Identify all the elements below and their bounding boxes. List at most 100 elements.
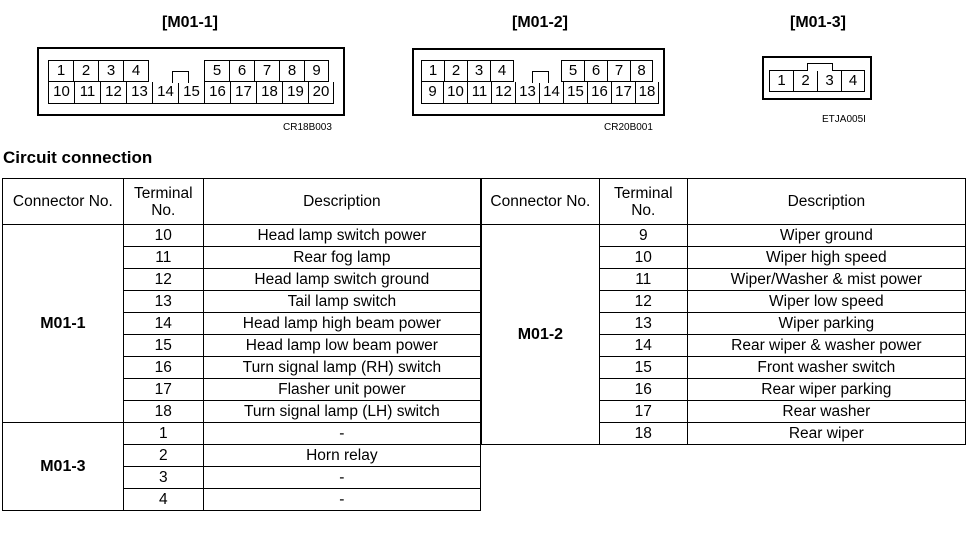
connector-pin: 12 [100,82,126,104]
connector-m01-2-key [532,71,549,83]
table-header-row: Connector No. Terminal No. Description [2,178,482,225]
connector-m01-2-code: CR20B001 [604,122,653,133]
description-cell: Tail lamp switch [202,290,482,313]
connector-pin: 20 [308,82,334,104]
terminal-cell: 4 [122,488,204,511]
connector-pin: 13 [515,82,539,104]
terminal-cell: 17 [598,400,688,423]
connector-m01-3-key [807,63,833,71]
terminal-cell: 12 [598,290,688,313]
header-terminal-no: Terminal No. [122,178,204,225]
description-cell: Rear wiper parking [686,378,967,401]
description-cell: Horn relay [202,444,482,467]
circuit-table-right: Connector No. Terminal No. Description M… [481,178,967,445]
connector-pin: 11 [467,82,491,104]
connector-pin: 4 [123,60,148,82]
terminal-cell: 3 [122,466,204,489]
terminal-cell: 10 [122,224,204,247]
terminal-cell: 13 [598,312,688,335]
description-cell: Rear wiper [686,422,967,445]
connector-pin: 6 [229,60,254,82]
description-cell: Wiper high speed [686,246,967,269]
connector-pin: 16 [587,82,611,104]
connector-pin: 8 [630,60,653,82]
description-cell: Head lamp switch ground [202,268,482,291]
connector-title-m01-2: [M01-2] [511,14,568,31]
table-row: 4- [3,488,482,511]
connector-m01-1-housing [37,47,345,116]
connector-m01-1-face [45,54,337,110]
description-cell: Front washer switch [686,356,967,379]
description-cell: Head lamp switch power [202,224,482,247]
description-cell: Wiper ground [686,224,967,247]
connector-title-m01-3: [M01-3] [789,14,846,31]
connector-pin: 7 [607,60,630,82]
connector-pin: 2 [73,60,98,82]
description-cell: Head lamp low beam power [202,334,482,357]
header-connector-no: Connector No. [2,178,124,225]
connector-pin: 2 [793,70,817,92]
connector-m01-1-code: CR18B003 [283,122,332,133]
description-cell: Turn signal lamp (LH) switch [202,400,482,423]
description-cell: Turn signal lamp (RH) switch [202,356,482,379]
description-cell: Wiper/Washer & mist power [686,268,967,291]
section-title: Circuit connection [3,148,153,167]
terminal-cell: 12 [122,268,204,291]
description-cell: Rear fog lamp [202,246,482,269]
header-description: Description [202,178,482,225]
connector-pin: 9 [304,60,329,82]
connector-m01-2-housing [412,48,665,116]
connector-pin: 4 [490,60,513,82]
table-row: 3- [3,466,482,489]
connector-pin: 17 [611,82,635,104]
connector-pin: 15 [563,82,587,104]
connector-pin: 3 [817,70,841,92]
terminal-cell: 14 [598,334,688,357]
terminal-cell: 15 [598,356,688,379]
connector-pin: 5 [204,60,229,82]
description-cell: - [202,422,482,445]
connector-pin: 16 [204,82,230,104]
connector-pin: 9 [421,82,443,104]
connector-pin: 18 [635,82,659,104]
header-terminal-no: Terminal No. [598,178,688,225]
connector-pin: 18 [256,82,282,104]
connector-pin: 14 [152,82,178,104]
terminal-cell: 2 [122,444,204,467]
terminal-cell: 16 [598,378,688,401]
connector-pin: 5 [561,60,584,82]
connector-key-gap [148,60,204,82]
connector-pin: 3 [98,60,123,82]
connector-pin: 1 [769,70,793,92]
connector-pin: 3 [467,60,490,82]
connector-pin: 10 [443,82,467,104]
connector-no-cell: M01-1 [2,224,124,423]
terminal-cell: 10 [598,246,688,269]
terminal-cell: 11 [598,268,688,291]
terminal-cell: 11 [122,246,204,269]
connector-pin: 12 [491,82,515,104]
connector-pin: 1 [48,60,73,82]
terminal-cell: 9 [598,224,688,247]
description-cell: - [202,466,482,489]
circuit-table-left: Connector No. Terminal No. Description M… [2,178,482,511]
terminal-cell: 18 [598,422,688,445]
connector-no-cell: M01-2 [481,224,600,445]
table-header-row: Connector No. Terminal No. Description [481,178,967,225]
